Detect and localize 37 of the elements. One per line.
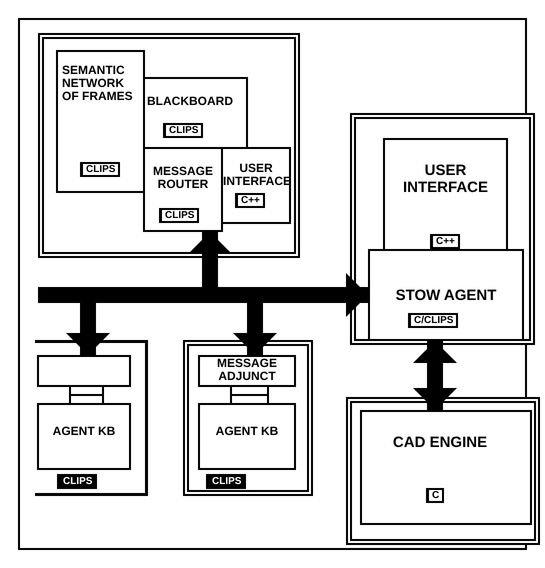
module-frame xyxy=(183,340,313,496)
link-line xyxy=(230,386,269,404)
node-label: AGENT KB xyxy=(214,425,280,438)
node-label: USER INTERFACE xyxy=(223,162,289,188)
process-box xyxy=(143,77,248,149)
module-frame xyxy=(346,397,540,545)
language-tag: CLIPS xyxy=(163,123,204,138)
process-box xyxy=(37,403,131,470)
language-tag: CLIPS xyxy=(206,474,246,489)
empty-box xyxy=(37,355,131,387)
language-tag: C xyxy=(426,488,444,503)
language-tag: CLIPS xyxy=(57,474,98,489)
process-box xyxy=(383,138,508,251)
node-label: CAD ENGINE xyxy=(392,434,488,451)
process-box xyxy=(198,403,296,470)
node-label: USER INTERFACE xyxy=(402,162,489,196)
link-line xyxy=(69,386,104,404)
node-label: STOW AGENT xyxy=(394,287,498,304)
node-label: MESSAGE ADJUNCT xyxy=(216,357,278,383)
language-tag: C/CLIPS xyxy=(408,313,458,328)
module-frame xyxy=(350,113,535,345)
bus-arrow xyxy=(38,273,368,317)
node-label: BLACKBOARD xyxy=(147,95,234,108)
language-tag: C++ xyxy=(430,234,460,249)
module-frame xyxy=(38,33,300,258)
language-tag: CLIPS xyxy=(159,208,200,223)
process-box xyxy=(368,249,524,341)
process-box xyxy=(360,410,532,525)
language-tag: C++ xyxy=(235,193,265,208)
node-label: MESSAGE ROUTER xyxy=(152,165,214,191)
process-box xyxy=(221,147,291,224)
process-box xyxy=(56,50,145,193)
language-tag: CLIPS xyxy=(80,162,120,177)
process-box xyxy=(198,355,296,387)
module-frame xyxy=(35,340,148,496)
node-label: AGENT KB xyxy=(52,425,116,438)
node-label: SEMANTIC NETWORK OF FRAMES xyxy=(62,64,134,103)
